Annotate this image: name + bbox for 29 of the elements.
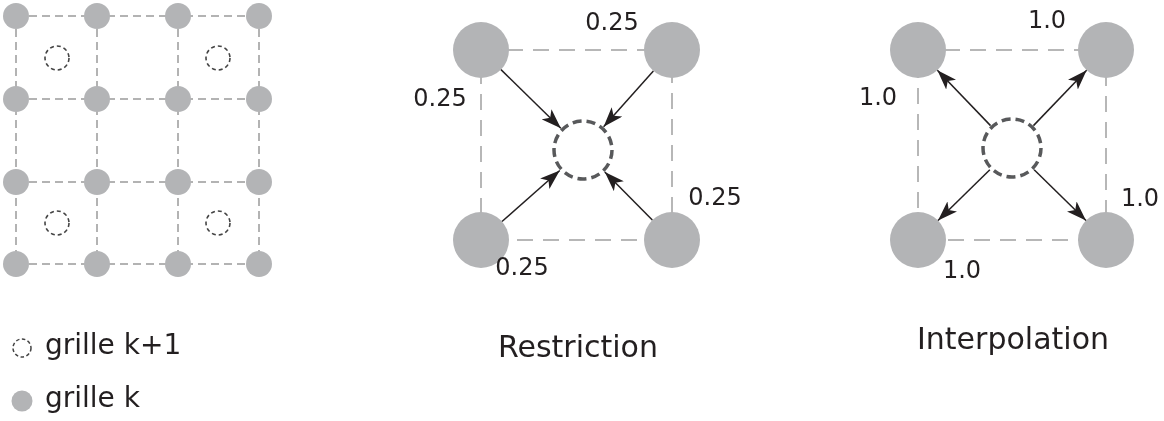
weight-label: 0.25 bbox=[585, 10, 639, 34]
arrow bbox=[602, 70, 655, 128]
weight-label: 0.25 bbox=[413, 86, 467, 110]
legend-label: grille k+1 bbox=[45, 331, 182, 359]
weight-label: 1.0 bbox=[1027, 8, 1067, 32]
arrow bbox=[500, 68, 562, 130]
arrow bbox=[501, 169, 561, 223]
legend-label: grille k bbox=[45, 384, 140, 412]
weight-label: 1.0 bbox=[1120, 186, 1160, 210]
panel-title: Interpolation bbox=[917, 324, 1109, 354]
coarse-grid-point bbox=[981, 117, 1043, 179]
weight-label: 0.25 bbox=[495, 255, 549, 279]
arrow bbox=[1033, 168, 1087, 222]
weight-label: 0.25 bbox=[688, 185, 742, 209]
grid-point bbox=[453, 22, 509, 78]
coarse-grid-point bbox=[552, 119, 614, 181]
grid-point bbox=[1078, 22, 1134, 78]
weight-label: 1.0 bbox=[942, 258, 982, 282]
arrow bbox=[604, 171, 654, 221]
grid-point bbox=[644, 22, 700, 78]
arrow bbox=[937, 168, 991, 222]
grid-point bbox=[644, 212, 700, 268]
weight-label: 1.0 bbox=[858, 85, 898, 109]
grid-point bbox=[890, 22, 946, 78]
arrow bbox=[936, 69, 992, 127]
panel-title: Restriction bbox=[498, 332, 658, 362]
arrow bbox=[1032, 69, 1088, 127]
grid-point bbox=[890, 212, 946, 268]
grid-point bbox=[1078, 212, 1134, 268]
